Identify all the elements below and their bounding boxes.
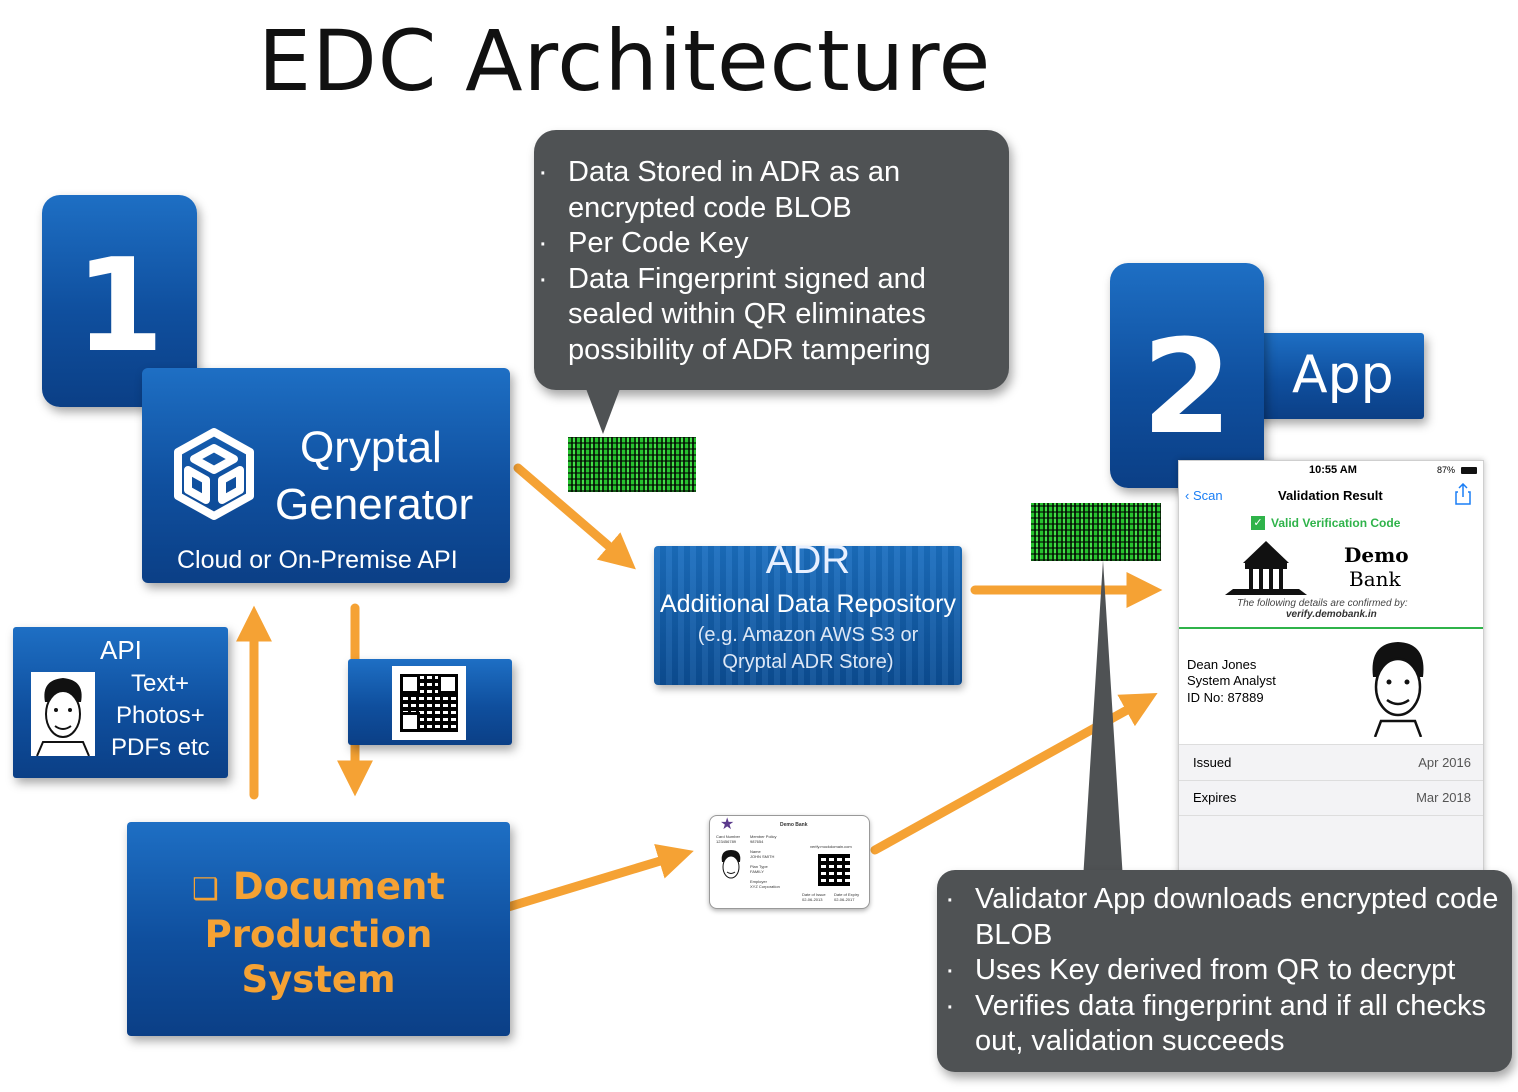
- check-icon: ✓: [1251, 516, 1265, 530]
- cube-logo-icon: [174, 428, 254, 520]
- card-face-icon: [721, 850, 741, 879]
- face-sketch-icon: [31, 672, 95, 756]
- adr-title: ADR: [765, 538, 851, 582]
- generator-name-line1: Qryptal: [300, 423, 442, 472]
- arrow-generator-to-adr: [513, 463, 636, 570]
- callout-bullet: Data Fingerprint signed and sealed withi…: [534, 262, 974, 369]
- generator-subtitle: Cloud or On-Premise API: [177, 546, 458, 574]
- validator-info-callout: Validator App downloads encrypted code B…: [937, 870, 1512, 1072]
- details-table: Issued Apr 2016 Expires Mar 2018: [1179, 744, 1483, 881]
- card-expiry-label: Date of Expiry: [834, 892, 860, 897]
- card-name-label: Name: [750, 849, 761, 854]
- nav-title: Validation Result: [1278, 488, 1383, 503]
- doc-system-line1: Document: [232, 865, 445, 908]
- callout-pointer: [1083, 560, 1123, 880]
- share-icon[interactable]: [1455, 483, 1471, 505]
- api-title: API: [100, 635, 142, 665]
- adr-detail-line2: Qryptal ADR Store): [722, 651, 894, 673]
- card-url: verify.mockdomain.com: [810, 844, 852, 849]
- status-battery: 87%: [1437, 465, 1456, 475]
- row-value: Mar 2018: [1416, 790, 1471, 805]
- callout-bullet: Verifies data fingerprint and if all che…: [941, 989, 1506, 1060]
- adr-box: ADR Additional Data Repository (e.g. Ama…: [654, 538, 962, 685]
- callout-bullet: Uses Key derived from QR to decrypt: [941, 953, 1506, 989]
- app-label: App: [1292, 345, 1394, 405]
- adr-subtitle: Additional Data Repository: [660, 590, 956, 618]
- callout-bullet: Validator App downloads encrypted code B…: [941, 882, 1506, 953]
- api-item-pdfs: PDFs etc: [111, 734, 210, 761]
- api-item-photos: Photos+: [116, 702, 205, 729]
- card-bank: Demo Bank: [780, 822, 808, 828]
- bullet-icon: ❑: [192, 872, 219, 907]
- card-plan: FAMILY: [750, 869, 764, 874]
- card-employer: XYZ Corporation: [750, 884, 780, 889]
- chevron-left-icon: ‹: [1185, 488, 1193, 503]
- back-button[interactable]: ‹ Scan: [1185, 488, 1223, 503]
- step-2-number: 2: [1141, 310, 1233, 463]
- card-name: JOHN SMITH: [750, 854, 775, 859]
- doc-system-line2: Production: [204, 913, 433, 956]
- doc-system-line3: System: [241, 958, 396, 1001]
- card-expiry: 02-06-2017: [834, 897, 855, 902]
- id-card: ★ Demo Bank Card Number 123456789 Member…: [709, 815, 870, 909]
- card-member-policy-label: Member Policy: [750, 834, 777, 839]
- adr-detail-line1: (e.g. Amazon AWS S3 or: [697, 624, 919, 646]
- validator-phone-screen: 10:55 AM 87% ‹ Scan Validation Result ✓ …: [1178, 460, 1484, 882]
- confirm-text: The following details are confirmed by:: [1237, 598, 1408, 609]
- row-value: Apr 2016: [1418, 755, 1471, 770]
- row-label: Issued: [1193, 755, 1232, 770]
- qryptal-generator-box: Qryptal Generator Cloud or On-Premise AP…: [142, 368, 510, 583]
- card-issue: 02-06-2013: [802, 897, 823, 902]
- generator-name-line2: Generator: [275, 480, 474, 529]
- callout-bullet: Data Stored in ADR as an encrypted code …: [534, 155, 974, 226]
- table-row: Expires Mar 2018: [1179, 780, 1483, 816]
- star-icon: ★: [720, 816, 735, 833]
- card-issue-label: Date of Issue: [802, 892, 826, 897]
- step-2-badge: 2: [1110, 263, 1264, 488]
- status-time: 10:55 AM: [1309, 464, 1357, 476]
- api-box: API Text+ Photos+ PDFs etc: [13, 627, 228, 778]
- qr-code-icon: [392, 666, 466, 740]
- valid-status: Valid Verification Code: [1271, 516, 1401, 530]
- person-id: ID No: 87889: [1187, 690, 1264, 705]
- card-plan-label: Plan Type: [750, 864, 768, 869]
- encrypted-blob-image: [568, 437, 696, 492]
- callout-bullet: Per Code Key: [534, 226, 974, 262]
- confirm-domain: verify.demobank.in: [1286, 609, 1377, 620]
- card-qr-code-icon: [818, 854, 850, 886]
- person-name: Dean Jones: [1187, 657, 1257, 672]
- page-title: EDC Architecture: [258, 12, 992, 110]
- green-divider: [1179, 627, 1483, 629]
- table-row: Issued Apr 2016: [1179, 744, 1483, 781]
- bank-name-line1: Demo: [1344, 543, 1409, 567]
- qr-code-box: [348, 659, 512, 745]
- arrow-doc-to-card: [500, 844, 694, 913]
- row-label: Expires: [1193, 790, 1237, 805]
- person-role: System Analyst: [1187, 673, 1276, 688]
- back-button-label: Scan: [1192, 488, 1223, 503]
- api-item-text: Text+: [131, 670, 190, 697]
- card-number: 123456789: [716, 839, 737, 844]
- person-photo-icon: [1372, 642, 1424, 737]
- callout-pointer: [585, 386, 621, 434]
- app-label-box: App: [1245, 333, 1424, 419]
- card-member-policy: 987654: [750, 839, 764, 844]
- bank-name-line2: Bank: [1349, 567, 1401, 591]
- step-1-number: 1: [74, 231, 165, 381]
- temple-logo-icon: [1225, 541, 1307, 595]
- card-number-label: Card Number: [716, 834, 741, 839]
- battery-icon: [1461, 467, 1477, 474]
- card-employer-label: Employer: [750, 879, 767, 884]
- document-production-box: ❑ Document Production System: [127, 822, 510, 1036]
- adr-info-callout: Data Stored in ADR as an encrypted code …: [534, 130, 1009, 390]
- encrypted-blob-image: [1031, 503, 1161, 561]
